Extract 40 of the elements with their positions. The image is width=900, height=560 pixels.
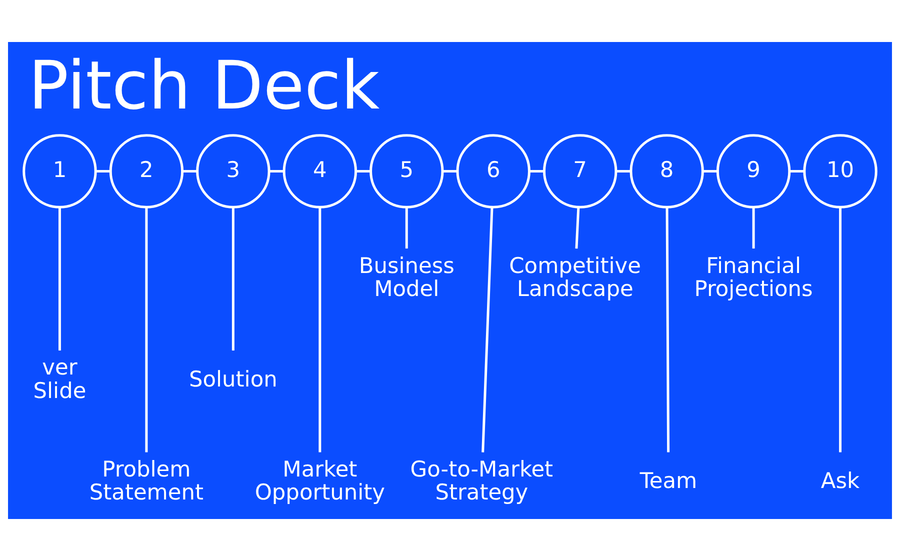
- node-circle: 4: [282, 134, 358, 208]
- node-circle: 2: [109, 134, 184, 208]
- node-text: Competitive Landscape: [509, 253, 641, 302]
- connector: [232, 206, 234, 350]
- connector: [269, 170, 284, 172]
- node-circle: 10: [803, 134, 878, 208]
- node-text: Financial Projections: [694, 253, 813, 302]
- node-circle: 8: [630, 134, 704, 208]
- connector: [752, 207, 755, 248]
- node-circle: 6: [456, 134, 530, 208]
- connector: [356, 170, 370, 172]
- connector: [182, 170, 197, 172]
- diagram-title: Pitch Deck: [28, 46, 380, 124]
- node-text: Team: [640, 468, 698, 494]
- node-text: Business Model: [358, 253, 454, 302]
- node-text: Go-to-Market Strategy: [410, 456, 554, 506]
- connector: [529, 170, 544, 172]
- node-circle: 3: [196, 134, 270, 208]
- connector: [839, 207, 842, 452]
- connector: [616, 170, 630, 172]
- connector: [575, 207, 580, 248]
- connector: [58, 206, 61, 350]
- connector: [482, 207, 494, 452]
- node-circle: 9: [716, 134, 791, 208]
- node-circle: 5: [370, 134, 444, 208]
- node-circle: 1: [22, 134, 97, 208]
- connector: [145, 207, 148, 452]
- node-text: Solution: [189, 366, 278, 392]
- connector: [442, 170, 457, 172]
- connector: [96, 170, 110, 172]
- connector: [666, 207, 670, 452]
- connector: [702, 170, 718, 172]
- node-circle: 7: [542, 134, 618, 208]
- connector: [789, 170, 804, 172]
- node-text: Ask: [820, 468, 860, 494]
- node-text: Market Opportunity: [254, 456, 385, 506]
- connector: [318, 207, 322, 452]
- node-text: ver Slide: [33, 355, 86, 404]
- connector: [405, 207, 408, 248]
- node-text: Problem Statement: [89, 456, 204, 506]
